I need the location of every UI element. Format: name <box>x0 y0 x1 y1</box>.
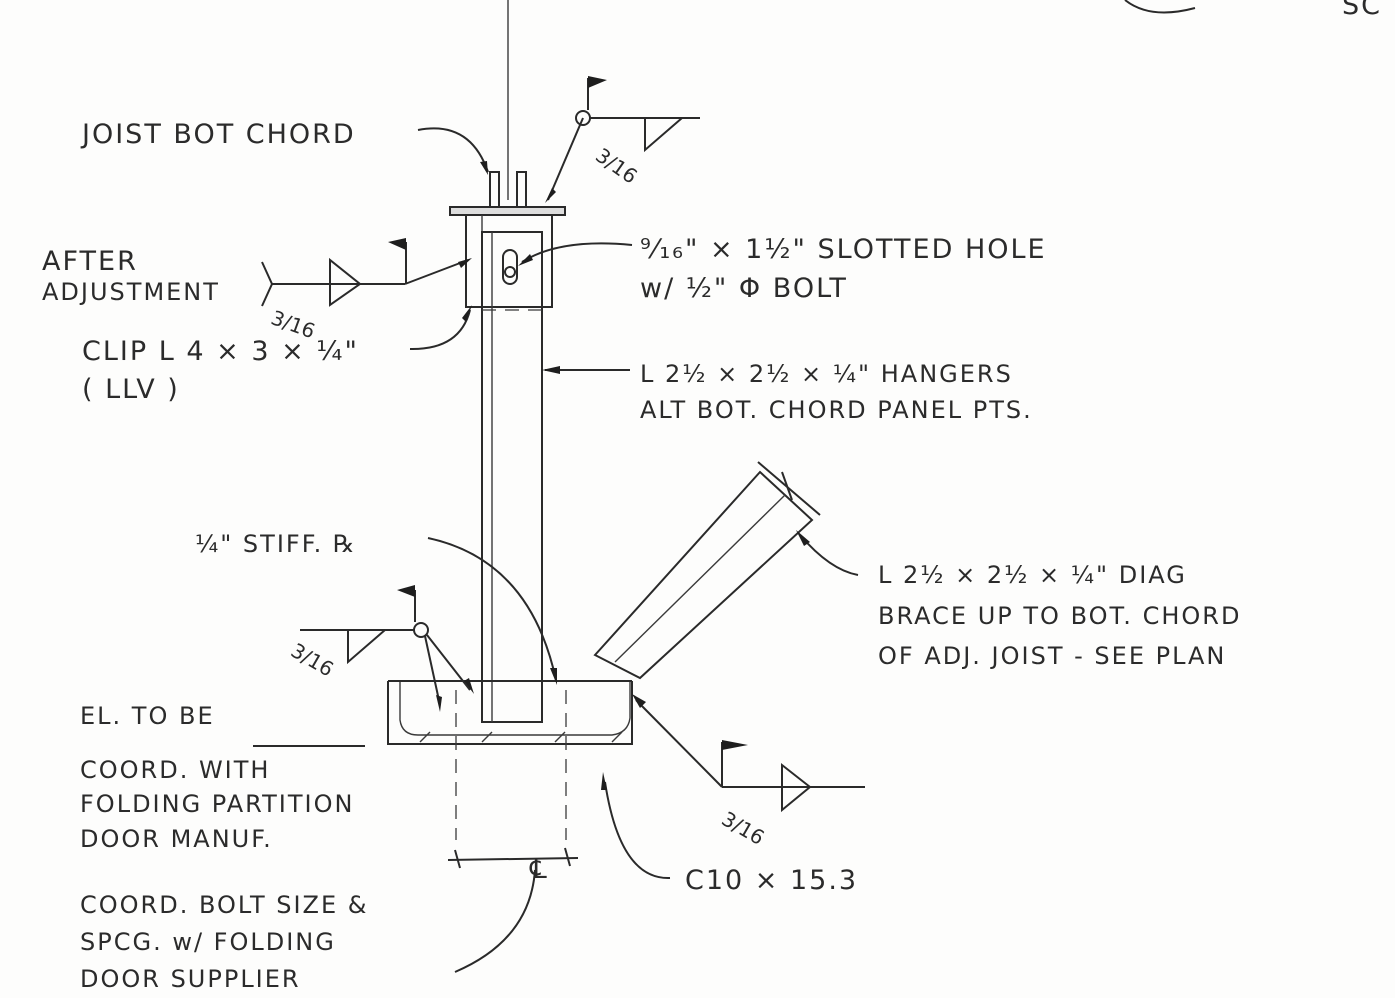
label-diag-brace-up: BRACE UP TO BOT. CHORD <box>878 602 1241 630</box>
weld-size-left-bottom: 3/16 <box>287 638 338 681</box>
label-el-folding: FOLDING PARTITION <box>80 790 354 818</box>
label-channel: C10 × 15.3 <box>685 865 858 896</box>
label-el-coord: COORD. WITH <box>80 756 270 784</box>
label-bolt: w/ ½" Φ BOLT <box>640 273 848 304</box>
weld-symbol-top-right: 3/16 <box>545 76 700 203</box>
clip-angle <box>465 214 553 308</box>
weld-symbol-left-bottom: 3/16 <box>287 585 474 712</box>
label-stiffener-plate: ¼" STIFF. ℞ <box>195 530 356 558</box>
label-door-supplier: DOOR SUPPLIER <box>80 965 301 993</box>
channel-section <box>387 680 633 745</box>
diagonal-brace <box>593 461 821 680</box>
label-diag-adj-joist: OF ADJ. JOIST - SEE PLAN <box>878 642 1226 670</box>
leader-lines <box>409 127 859 973</box>
label-after: AFTER <box>42 246 138 277</box>
label-el-to-be: EL. TO BE <box>80 702 215 730</box>
label-coord-bolt: COORD. BOLT SIZE & <box>80 891 369 919</box>
weld-size-right-bottom: 3/16 <box>718 807 769 850</box>
label-joist-bot-chord: JOIST BOT CHORD <box>80 119 356 150</box>
centerline-symbol: ℄ <box>529 855 547 885</box>
label-adjustment: ADJUSTMENT <box>42 278 220 306</box>
slotted-hole <box>502 249 518 285</box>
bolt-lines <box>447 690 579 869</box>
label-hanger-panel-pts: ALT BOT. CHORD PANEL PTS. <box>640 396 1033 424</box>
weld-symbol-right-bottom: 3/16 <box>632 694 865 850</box>
detail-ref-fragment: SC <box>1342 0 1382 21</box>
hanger-angle <box>481 231 543 723</box>
label-diag-brace: L 2½ × 2½ × ¼" DIAG <box>878 561 1187 589</box>
label-slotted-hole: ⁹⁄₁₆" × 1½" SLOTTED HOLE <box>640 234 1047 265</box>
label-coord-spcg: SPCG. w/ FOLDING <box>80 928 336 956</box>
label-hanger: L 2½ × 2½ × ¼" HANGERS <box>640 360 1013 388</box>
weld-symbol-after-adjustment: 3/16 <box>261 238 472 343</box>
label-llv: ( LLV ) <box>82 374 180 405</box>
label-el-door-manuf: DOOR MANUF. <box>80 825 273 853</box>
detail-bubble: SC <box>1124 0 1382 21</box>
weld-size-top-right: 3/16 <box>591 143 642 188</box>
label-clip-angle: CLIP L 4 × 3 × ¼" <box>82 336 359 367</box>
